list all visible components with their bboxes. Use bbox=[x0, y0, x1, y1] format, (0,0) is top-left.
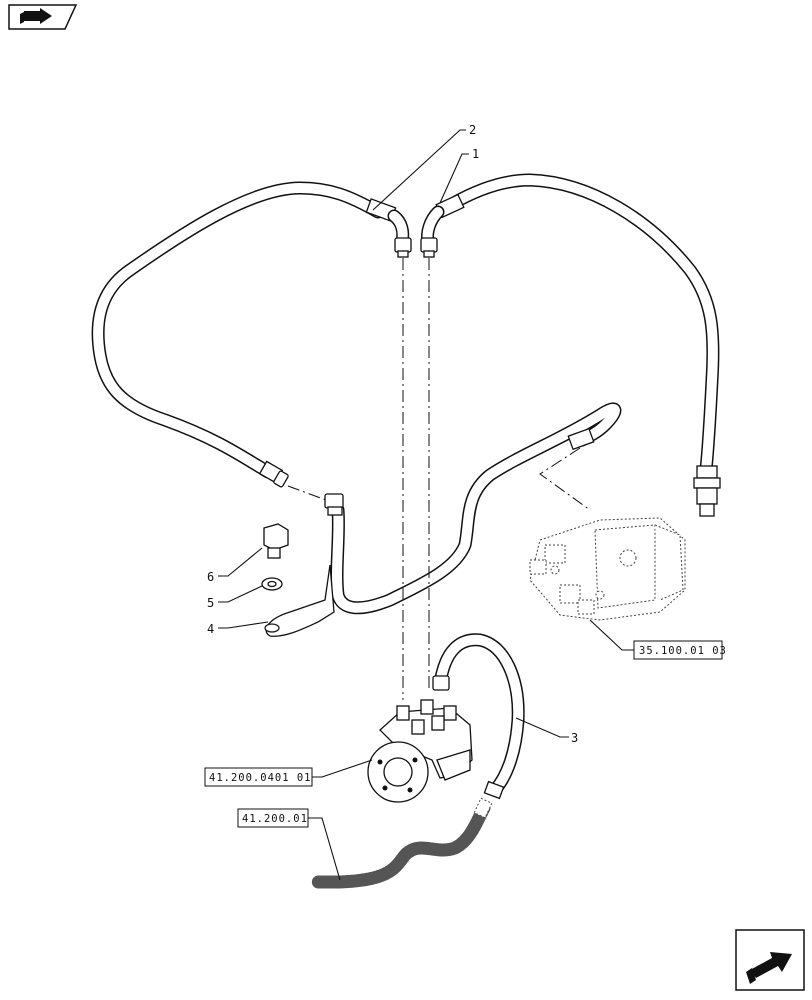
ref-steering-unit-link[interactable]: 41.200.0401 01 bbox=[204, 767, 313, 787]
callout-6: 6 bbox=[207, 570, 214, 584]
callout-4: 4 bbox=[207, 622, 214, 636]
callout-2: 2 bbox=[469, 123, 476, 137]
ref-steering-label: 41.200.01 bbox=[242, 813, 308, 825]
steering-line-dotted bbox=[311, 801, 491, 889]
ref-steering-link[interactable]: 41.200.01 bbox=[237, 808, 309, 828]
bolt-6 bbox=[263, 523, 289, 559]
callout-5: 5 bbox=[207, 596, 214, 610]
leader-lines bbox=[218, 129, 634, 881]
ref-pump-link[interactable]: 35.100.01 03 bbox=[633, 640, 727, 660]
tube-2 bbox=[91, 181, 412, 488]
callout-1: 1 bbox=[472, 147, 479, 161]
next-page-arrow-icon[interactable] bbox=[735, 929, 805, 991]
tube-4 bbox=[264, 402, 622, 637]
ref-pump-label: 35.100.01 03 bbox=[639, 645, 727, 657]
ref-steering-unit-label: 41.200.0401 01 bbox=[209, 772, 312, 784]
hydraulic-pump bbox=[529, 517, 686, 621]
book-arrow-icon[interactable] bbox=[8, 4, 78, 30]
washer-5 bbox=[261, 577, 283, 591]
connection-lines bbox=[287, 258, 591, 700]
tube-3 bbox=[432, 633, 525, 800]
tube-1 bbox=[420, 173, 721, 517]
steering-unit bbox=[367, 699, 473, 803]
callout-3: 3 bbox=[571, 731, 578, 745]
steering-line-fitting bbox=[473, 797, 493, 819]
